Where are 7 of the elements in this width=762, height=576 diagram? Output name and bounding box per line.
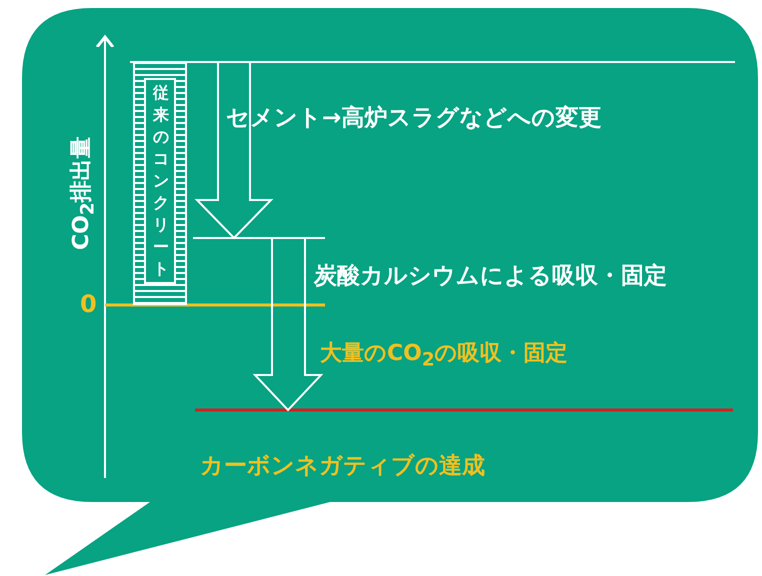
bar-label: 従来のコンクリート: [144, 78, 176, 284]
step-label: 炭酸カルシウムによる吸収・固定: [314, 262, 667, 291]
step-label: セメント→高炉スラグなどへの変更: [226, 104, 602, 133]
hatched-bar: [133, 62, 187, 305]
axis-tick-label: 0: [80, 290, 97, 318]
result-label: カーボンネガティブの達成: [200, 452, 485, 481]
step-label: 大量のCO$_{2}$の吸収・固定: [320, 340, 568, 370]
